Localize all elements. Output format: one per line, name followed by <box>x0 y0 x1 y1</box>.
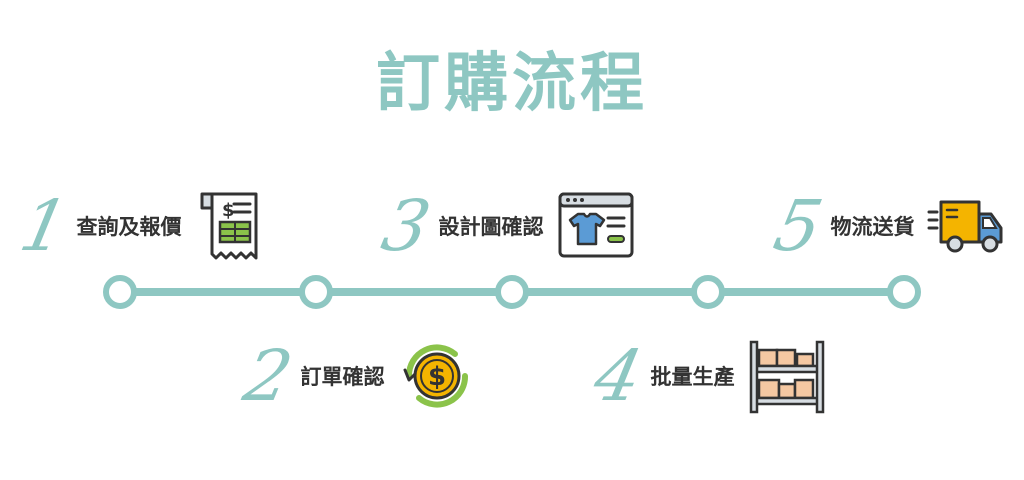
timeline-node-3 <box>495 275 529 309</box>
step-number: 2 <box>237 335 300 417</box>
tshirt-design-icon <box>558 192 634 258</box>
delivery-truck-icon <box>927 200 1003 253</box>
step-5: 5 物流送貨 <box>767 185 1007 267</box>
step-number: 1 <box>13 185 76 267</box>
step-1: 1 查詢及報價 $ <box>13 185 274 267</box>
timeline-node-1 <box>103 275 137 309</box>
step-label: 訂單確認 <box>300 365 385 389</box>
step-number: 4 <box>587 335 650 417</box>
svg-text:$: $ <box>428 362 446 392</box>
warehouse-shelf-icon <box>749 340 824 414</box>
step-2: 2 訂單確認 $ <box>237 335 477 417</box>
step-label: 物流送貨 <box>830 215 915 239</box>
step-label: 查詢及報價 <box>76 215 182 239</box>
receipt-icon: $ <box>200 192 258 260</box>
step-4: 4 批量生產 <box>587 335 827 417</box>
step-number: 5 <box>767 185 830 267</box>
dollar-coin-icon: $ <box>403 344 468 408</box>
timeline-node-2 <box>299 275 333 309</box>
page-title: 訂購流程 <box>376 47 648 121</box>
step-label: 批量生產 <box>650 365 735 389</box>
svg-text:$: $ <box>222 200 235 221</box>
step-number: 3 <box>375 185 438 267</box>
step-3: 3 設計圖確認 <box>375 185 636 267</box>
step-label: 設計圖確認 <box>438 215 544 239</box>
timeline-node-5 <box>887 275 921 309</box>
timeline-node-4 <box>691 275 725 309</box>
